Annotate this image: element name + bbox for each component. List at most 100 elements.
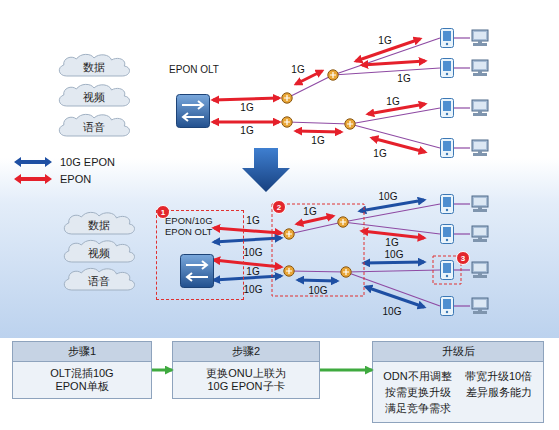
legend-swatch <box>14 157 52 167</box>
legend-row: 10G EPON <box>14 153 115 170</box>
splitters <box>282 70 355 277</box>
bandwidth-label: 1G <box>386 96 399 107</box>
cloud-label: 语音 <box>83 121 105 133</box>
onu-devices-part <box>441 99 454 118</box>
cloud-outline <box>64 268 134 290</box>
cloud-text-wrap: 数据 <box>60 210 138 236</box>
legend-row: EPON <box>14 170 115 187</box>
fiber-lines-part <box>454 269 470 270</box>
bandwidth-label: 1G <box>246 266 259 277</box>
epon-arrows-part <box>213 98 279 100</box>
step-heading: 步骤1 <box>13 342 151 362</box>
onu-devices-part <box>441 29 454 48</box>
onu-devices-part <box>441 297 454 316</box>
terminal-pcs-part <box>472 262 488 278</box>
splitters-part <box>338 217 348 227</box>
olt-icons <box>177 95 214 288</box>
bandwidth-label: 10G <box>309 285 328 296</box>
step-body: OLT混插10G EPON单板 <box>13 362 151 398</box>
onu-devices-part <box>441 225 454 244</box>
terminal-pcs <box>472 30 488 314</box>
step-item: 按需更换升级 <box>377 385 458 399</box>
epon-arrows-part <box>214 228 281 233</box>
10g-epon-arrows-part <box>214 238 281 242</box>
bandwidth-label: 1G <box>397 73 410 84</box>
cloud-label: 视频 <box>83 91 105 103</box>
splitters-part <box>328 70 338 80</box>
fiber-lines <box>287 38 470 306</box>
step-item: 带宽升级10倍 <box>458 369 539 383</box>
callout-circles-part <box>457 252 470 265</box>
cloud-text-wrap: 视频 <box>60 238 138 264</box>
10g-epon-arrows <box>214 200 424 307</box>
fiber-lines-part <box>454 233 470 234</box>
callout-number: 2 <box>277 203 281 212</box>
step-heading: 升级后 <box>373 342 543 362</box>
cloud-label: 数据 <box>83 61 105 73</box>
fiber-lines-part <box>454 147 470 148</box>
cloud-outline <box>59 54 129 76</box>
service-cloud: 语音 <box>55 112 133 138</box>
terminal-pcs-part <box>472 298 488 314</box>
cloud-text-wrap: 语音 <box>55 112 133 138</box>
bandwidth-label: 10G <box>385 249 404 260</box>
bandwidth-label: 10G <box>379 191 398 202</box>
service-cloud: 数据 <box>55 52 133 78</box>
bandwidth-label: 1G <box>246 215 259 226</box>
step-box: 步骤1OLT混插10G EPON单板 <box>12 341 152 399</box>
terminal-pcs-part <box>472 30 488 46</box>
splitters-part <box>282 93 292 103</box>
splitters-part <box>282 117 292 127</box>
callout-number: 3 <box>461 254 465 263</box>
fiber-lines-part <box>454 67 470 68</box>
cloud-outline <box>59 114 129 136</box>
callout-number: 1 <box>161 208 165 217</box>
step-text: 更换ONU上联为 10G EPON子卡 <box>200 367 292 393</box>
10g-epon-arrows-part <box>364 262 424 263</box>
legend-text: 10G EPON <box>60 156 115 168</box>
olt-label: EPON OLT <box>156 64 232 76</box>
10g-epon-arrows-part <box>214 276 281 280</box>
cloud-text-wrap: 语音 <box>60 266 138 292</box>
bandwidth-label: 1G <box>291 64 304 75</box>
onu-devices-part <box>441 195 454 214</box>
olt-icons-part <box>177 95 210 128</box>
fiber-lines-part <box>333 68 440 75</box>
service-cloud: 语音 <box>60 266 138 292</box>
bandwidth-label: 10G <box>383 306 402 317</box>
terminal-pcs-part <box>472 196 488 212</box>
step-body: 更换ONU上联为 10G EPON子卡 <box>173 362 319 398</box>
onu-devices <box>441 29 454 316</box>
cloud-label: 视频 <box>88 247 110 259</box>
bandwidth-label: 1G <box>378 35 391 46</box>
step-item: 差异服务能力 <box>458 385 539 399</box>
bandwidth-label: 10G <box>244 247 263 258</box>
fiber-lines-part <box>289 271 346 272</box>
cloud-text-wrap: 视频 <box>55 82 133 108</box>
cloud-outline <box>64 240 134 262</box>
olt-upgrade-box: EPON/10G EPON OLT <box>156 210 244 300</box>
dashed-upgrade-boxes-part <box>272 204 364 296</box>
legend-text: EPON <box>60 173 91 185</box>
callout-circles-part <box>273 201 286 214</box>
legend-arrow <box>14 174 52 184</box>
fiber-lines-part <box>343 222 440 234</box>
step-item: 满足竞争需求 <box>377 401 458 415</box>
bandwidth-label: 1G <box>240 125 253 136</box>
service-cloud: 数据 <box>60 210 138 236</box>
step-heading: 步骤2 <box>173 342 319 362</box>
onu-devices-part <box>441 261 454 280</box>
step-box: 升级后ODN不用调整带宽升级10倍按需更换升级差异服务能力满足竞争需求 <box>372 341 544 423</box>
terminal-pcs-part <box>472 100 488 116</box>
flow-arrow <box>320 369 372 372</box>
bandwidth-label: 1G <box>303 206 316 217</box>
olt-node: EPON OLT <box>156 62 232 132</box>
cloud-outline <box>64 212 134 234</box>
terminal-pcs-part <box>472 226 488 242</box>
fiber-lines-part <box>454 203 470 204</box>
10g-epon-arrows-part <box>360 200 424 211</box>
terminal-pcs-part <box>472 140 488 156</box>
cloud-label: 数据 <box>88 219 110 231</box>
